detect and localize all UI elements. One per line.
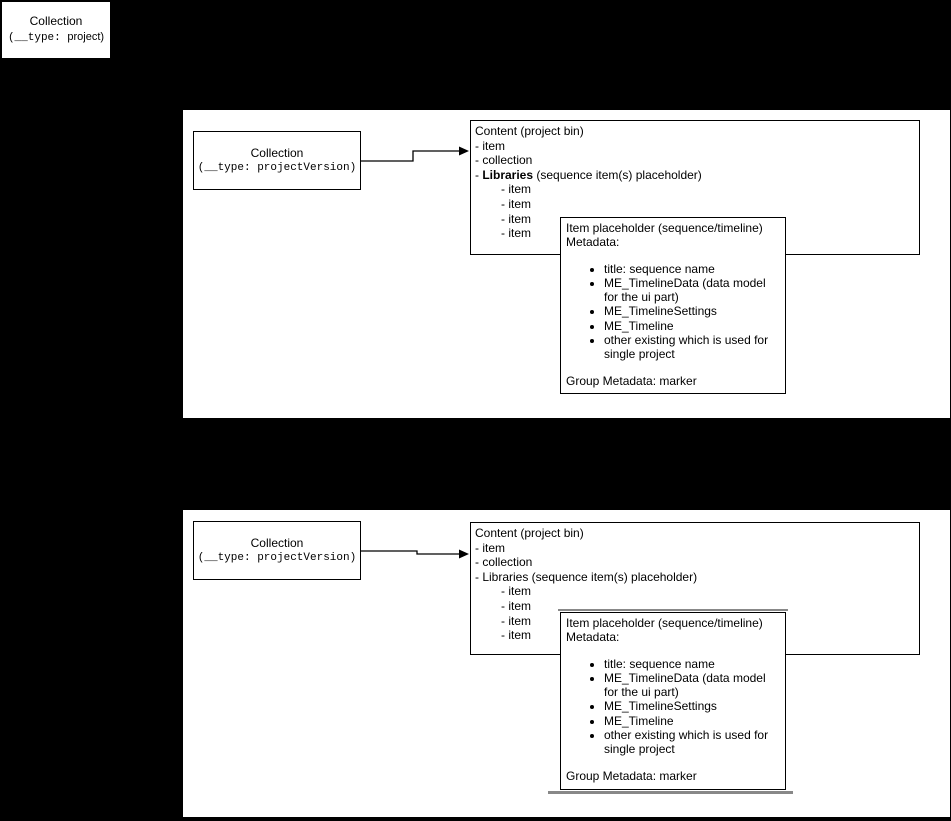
content-title: Content (project bin) [475, 124, 584, 138]
item-placeholder-title: Item placeholder (sequence/timeline) [566, 221, 763, 235]
content-sub-item: - item [501, 196, 531, 211]
metadata-bullet: title: sequence name [604, 657, 780, 671]
metadata-bullet: other existing which is used for single … [604, 333, 780, 362]
libraries-suffix: (sequence item(s) placeholder) [533, 167, 702, 182]
content-sub-item: - item [501, 598, 531, 613]
content-item-line: - item [475, 540, 505, 555]
group-metadata-footer: Group Metadata: marker [566, 768, 697, 783]
metadata-bullet: ME_TimelineSettings [604, 304, 780, 318]
collection-version-box-1: Collection (__type: projectVersion) [193, 131, 361, 190]
content-libraries-line: - Libraries (sequence item(s) placeholde… [475, 168, 915, 183]
content-item-line: - item [475, 138, 505, 153]
metadata-list: title: sequence name ME_TimelineData (da… [566, 657, 780, 757]
metadata-bullet: ME_Timeline [604, 714, 780, 728]
content-sub-item: - item [501, 584, 531, 599]
metadata-bullet: other existing which is used for single … [604, 728, 780, 757]
item-box-gray-outline-top [558, 609, 788, 611]
collection-subtitle: (__type: projectVersion) [197, 161, 357, 174]
content-sub-item: - item [501, 226, 531, 241]
collection-title: Collection [250, 535, 304, 550]
group-metadata-footer: Group Metadata: marker [566, 373, 697, 388]
metadata-bullet: ME_TimelineData (data model for the ui p… [604, 276, 780, 305]
metadata-bullet: ME_TimelineData (data model for the ui p… [604, 671, 780, 700]
content-sub-item: - item [501, 211, 531, 226]
content-collection-line: - collection [475, 153, 533, 168]
content-sub-item: - item [501, 628, 531, 643]
collection-version-box-2: Collection (__type: projectVersion) [193, 521, 361, 580]
content-sub-item: - item [501, 182, 531, 197]
panel-project-version-1: Collection (__type: projectVersion) Cont… [183, 110, 950, 418]
metadata-bullet: title: sequence name [604, 262, 780, 276]
root-collection-subtitle-type: (__type: [7, 32, 68, 44]
metadata-bullet: ME_TimelineSettings [604, 699, 780, 713]
root-collection-box: Collection (__type: project) [2, 2, 110, 58]
content-sub-item: - item [501, 613, 531, 628]
panel-project-version-2: Collection (__type: projectVersion) Cont… [183, 510, 950, 817]
collection-subtitle: (__type: projectVersion) [197, 551, 357, 564]
root-collection-subtitle: (__type: project) [8, 29, 104, 46]
item-box-gray-outline-bottom [548, 791, 793, 794]
content-collection-line: - collection [475, 555, 533, 570]
item-placeholder-box-1: Item placeholder (sequence/timeline) Met… [560, 217, 786, 394]
libraries-prefix: - [475, 167, 483, 182]
metadata-label: Metadata: [566, 630, 620, 645]
metadata-list: title: sequence name ME_TimelineData (da… [566, 262, 780, 362]
collection-title: Collection [250, 145, 304, 160]
metadata-label: Metadata: [566, 235, 620, 250]
content-libraries-line: - Libraries (sequence item(s) placeholde… [475, 569, 698, 584]
content-title: Content (project bin) [475, 526, 584, 540]
root-collection-title: Collection [29, 14, 83, 28]
libraries-name: Libraries [482, 167, 534, 182]
metadata-bullet: ME_Timeline [604, 319, 780, 333]
root-collection-subtitle-value: project) [67, 31, 105, 43]
item-placeholder-box-2: Item placeholder (sequence/timeline) Met… [560, 612, 786, 790]
item-placeholder-title: Item placeholder (sequence/timeline) [566, 616, 763, 630]
